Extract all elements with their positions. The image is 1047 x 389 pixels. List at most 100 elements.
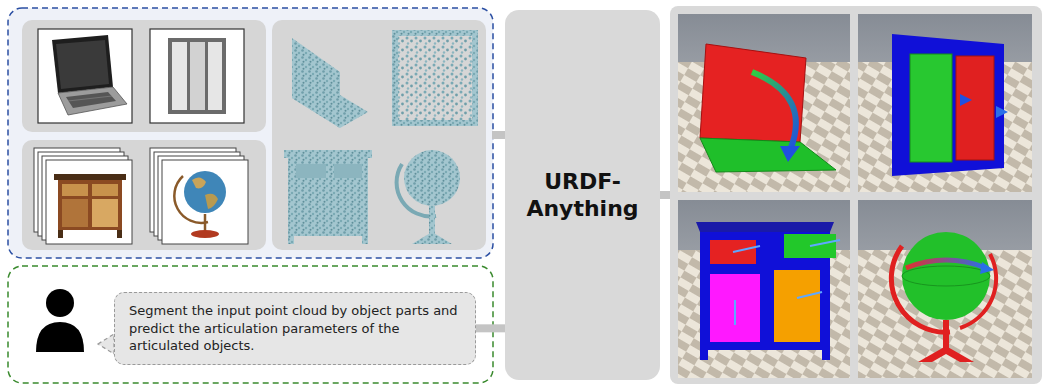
flow-connector (476, 324, 505, 332)
laptop-render (678, 14, 850, 192)
cabinet-render-part (810, 240, 840, 246)
globe-image-stack-part (184, 171, 226, 213)
globe-render-part (980, 262, 994, 274)
laptop-image-part (58, 87, 127, 115)
laptop-image-part (56, 40, 109, 89)
window-image-part (150, 29, 244, 123)
laptop-render-part (752, 72, 796, 150)
window-render-part (858, 14, 1032, 192)
globe-image-stack-part (162, 160, 248, 244)
laptop-image-part (66, 92, 116, 108)
point-clouds (284, 30, 478, 244)
cabinet-image-stack-part (117, 230, 122, 238)
window-image (150, 29, 244, 123)
point-clouds-part (392, 30, 478, 36)
input-region (8, 8, 493, 258)
cabinet-render-part (710, 274, 760, 342)
point-clouds-part (292, 84, 368, 128)
globe-image-stack (150, 148, 248, 244)
window-render-part (960, 94, 972, 106)
laptop-render-part (700, 138, 836, 172)
instruction-region-part (8, 266, 493, 383)
globe-render-part (943, 320, 949, 348)
cabinet-render-part (733, 246, 760, 252)
flow-band-part (659, 191, 671, 199)
input-region-part (22, 20, 266, 132)
globe-render (858, 200, 1032, 378)
point-clouds-part (284, 150, 372, 158)
point-clouds-part (392, 120, 478, 126)
globe-image-stack-part (174, 176, 208, 223)
window-render-part (892, 34, 1004, 176)
cabinet-image-stack-part (58, 230, 63, 238)
input-region-part (22, 140, 266, 250)
cabinet-render-part (774, 270, 820, 342)
window-render-part (996, 106, 1008, 118)
cabinet-image-stack-part (62, 199, 88, 227)
window-render (858, 14, 1032, 192)
globe-image-stack-part (204, 214, 207, 232)
instruction-region-part (46, 289, 74, 317)
cabinet-image-stack (34, 148, 132, 244)
point-clouds-part (392, 30, 478, 126)
cabinet-render-part (822, 350, 830, 360)
cabinet-image-stack-part (46, 160, 132, 244)
instruction-bubble: Segment the input point cloud by object … (114, 292, 476, 365)
globe-render-part (902, 266, 990, 286)
input-region-part (8, 8, 493, 258)
node-label: URDF-Anything (518, 168, 648, 223)
point-clouds-part (392, 30, 398, 126)
method-box: URDF-Anything (505, 10, 660, 380)
window-render-part (956, 56, 994, 160)
point-clouds-part (362, 236, 368, 244)
laptop-image (38, 29, 132, 123)
cabinet-image-stack-part (58, 180, 122, 230)
laptop-render-part (678, 14, 850, 192)
instruction-region-part (98, 334, 114, 354)
cabinet-render-part (797, 292, 822, 298)
cabinet-render (678, 200, 850, 378)
cabinet-render-part (696, 222, 834, 232)
flow-band-part (492, 131, 506, 139)
globe-render-part (906, 260, 986, 268)
window-render-part (962, 110, 998, 115)
output-panel-part (670, 6, 1042, 384)
instruction-region-part (36, 322, 84, 352)
globe-render-part (902, 232, 990, 320)
window-image-part (190, 42, 205, 110)
input-region-part (272, 20, 486, 250)
laptop-image-part (68, 96, 112, 101)
point-clouds-part (412, 232, 452, 244)
globe-render-part (918, 346, 974, 362)
window-image-part (208, 42, 222, 110)
point-clouds-part (288, 236, 294, 244)
point-clouds-part (296, 164, 326, 178)
laptop-render-part (700, 44, 806, 142)
cabinet-image-stack-part (92, 199, 118, 227)
window-image-part (172, 42, 187, 110)
cabinet-image-stack-part (92, 184, 118, 196)
cabinet-render-part (734, 300, 736, 325)
globe-image-stack-part (205, 194, 218, 209)
window-render-part (920, 98, 962, 103)
window-image-part (168, 38, 226, 114)
point-clouds-part (288, 158, 368, 236)
point-clouds-part (429, 206, 435, 234)
instruction-region (8, 266, 493, 383)
globe-image-stack-part (192, 177, 206, 188)
cabinet-image-stack-part (62, 184, 88, 196)
laptop-image-part (38, 29, 132, 123)
cabinet-render-part (700, 350, 708, 360)
point-clouds-part (334, 164, 362, 178)
point-clouds-part (404, 150, 460, 206)
cabinet-render-part (678, 200, 850, 378)
laptop-image-part (52, 35, 113, 93)
cabinet-image-stack-part (54, 174, 126, 180)
output-panel (670, 6, 1042, 384)
window-render-part (910, 54, 952, 162)
globe-render-part (858, 200, 1032, 378)
globe-image-stack-part (191, 230, 219, 238)
laptop-render-part (780, 146, 800, 162)
node-label: Segment the input point cloud by object … (129, 302, 461, 355)
